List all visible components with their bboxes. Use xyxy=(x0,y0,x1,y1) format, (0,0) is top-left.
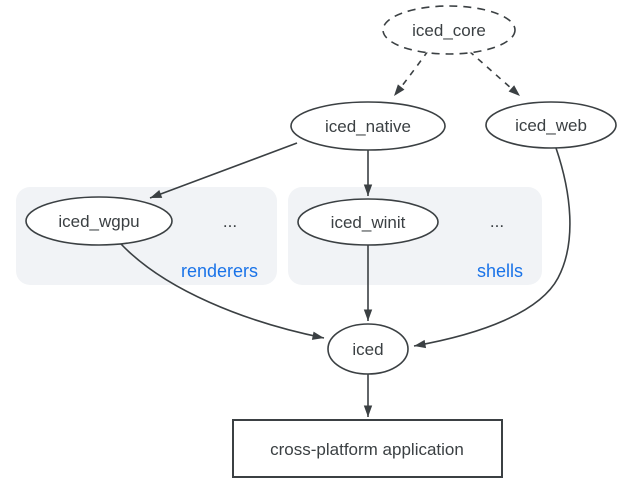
edge-iced_core-to-iced_native xyxy=(393,50,429,97)
shells-group-label: shells xyxy=(477,261,523,281)
node-iced-core-label: iced_core xyxy=(412,21,486,40)
node-iced-core xyxy=(382,5,516,55)
renderers-ellipsis: ... xyxy=(223,212,237,231)
node-iced-native-label: iced_native xyxy=(325,117,411,136)
node-cross-platform-application xyxy=(232,419,503,478)
edge-iced_native-to-iced_wgpu xyxy=(149,142,298,199)
edge-iced_core-to-iced_web xyxy=(468,50,521,97)
node-iced-winit xyxy=(297,198,439,246)
node-cross-platform-application-label: cross-platform application xyxy=(270,440,464,459)
node-iced-wgpu-label: iced_wgpu xyxy=(58,212,139,231)
edge-iced_web-to-iced xyxy=(413,147,571,349)
node-iced-label: iced xyxy=(352,340,383,359)
node-iced-native xyxy=(290,101,446,151)
node-iced-web-label: iced_web xyxy=(515,116,587,135)
node-iced-web xyxy=(485,101,617,149)
node-iced-wgpu xyxy=(25,196,173,246)
edge-iced_wgpu-to-iced xyxy=(120,243,325,340)
node-iced-winit-label: iced_winit xyxy=(331,213,406,232)
node-iced xyxy=(327,323,409,375)
shells-ellipsis: ... xyxy=(490,212,504,231)
renderers-group-label: renderers xyxy=(181,261,258,281)
